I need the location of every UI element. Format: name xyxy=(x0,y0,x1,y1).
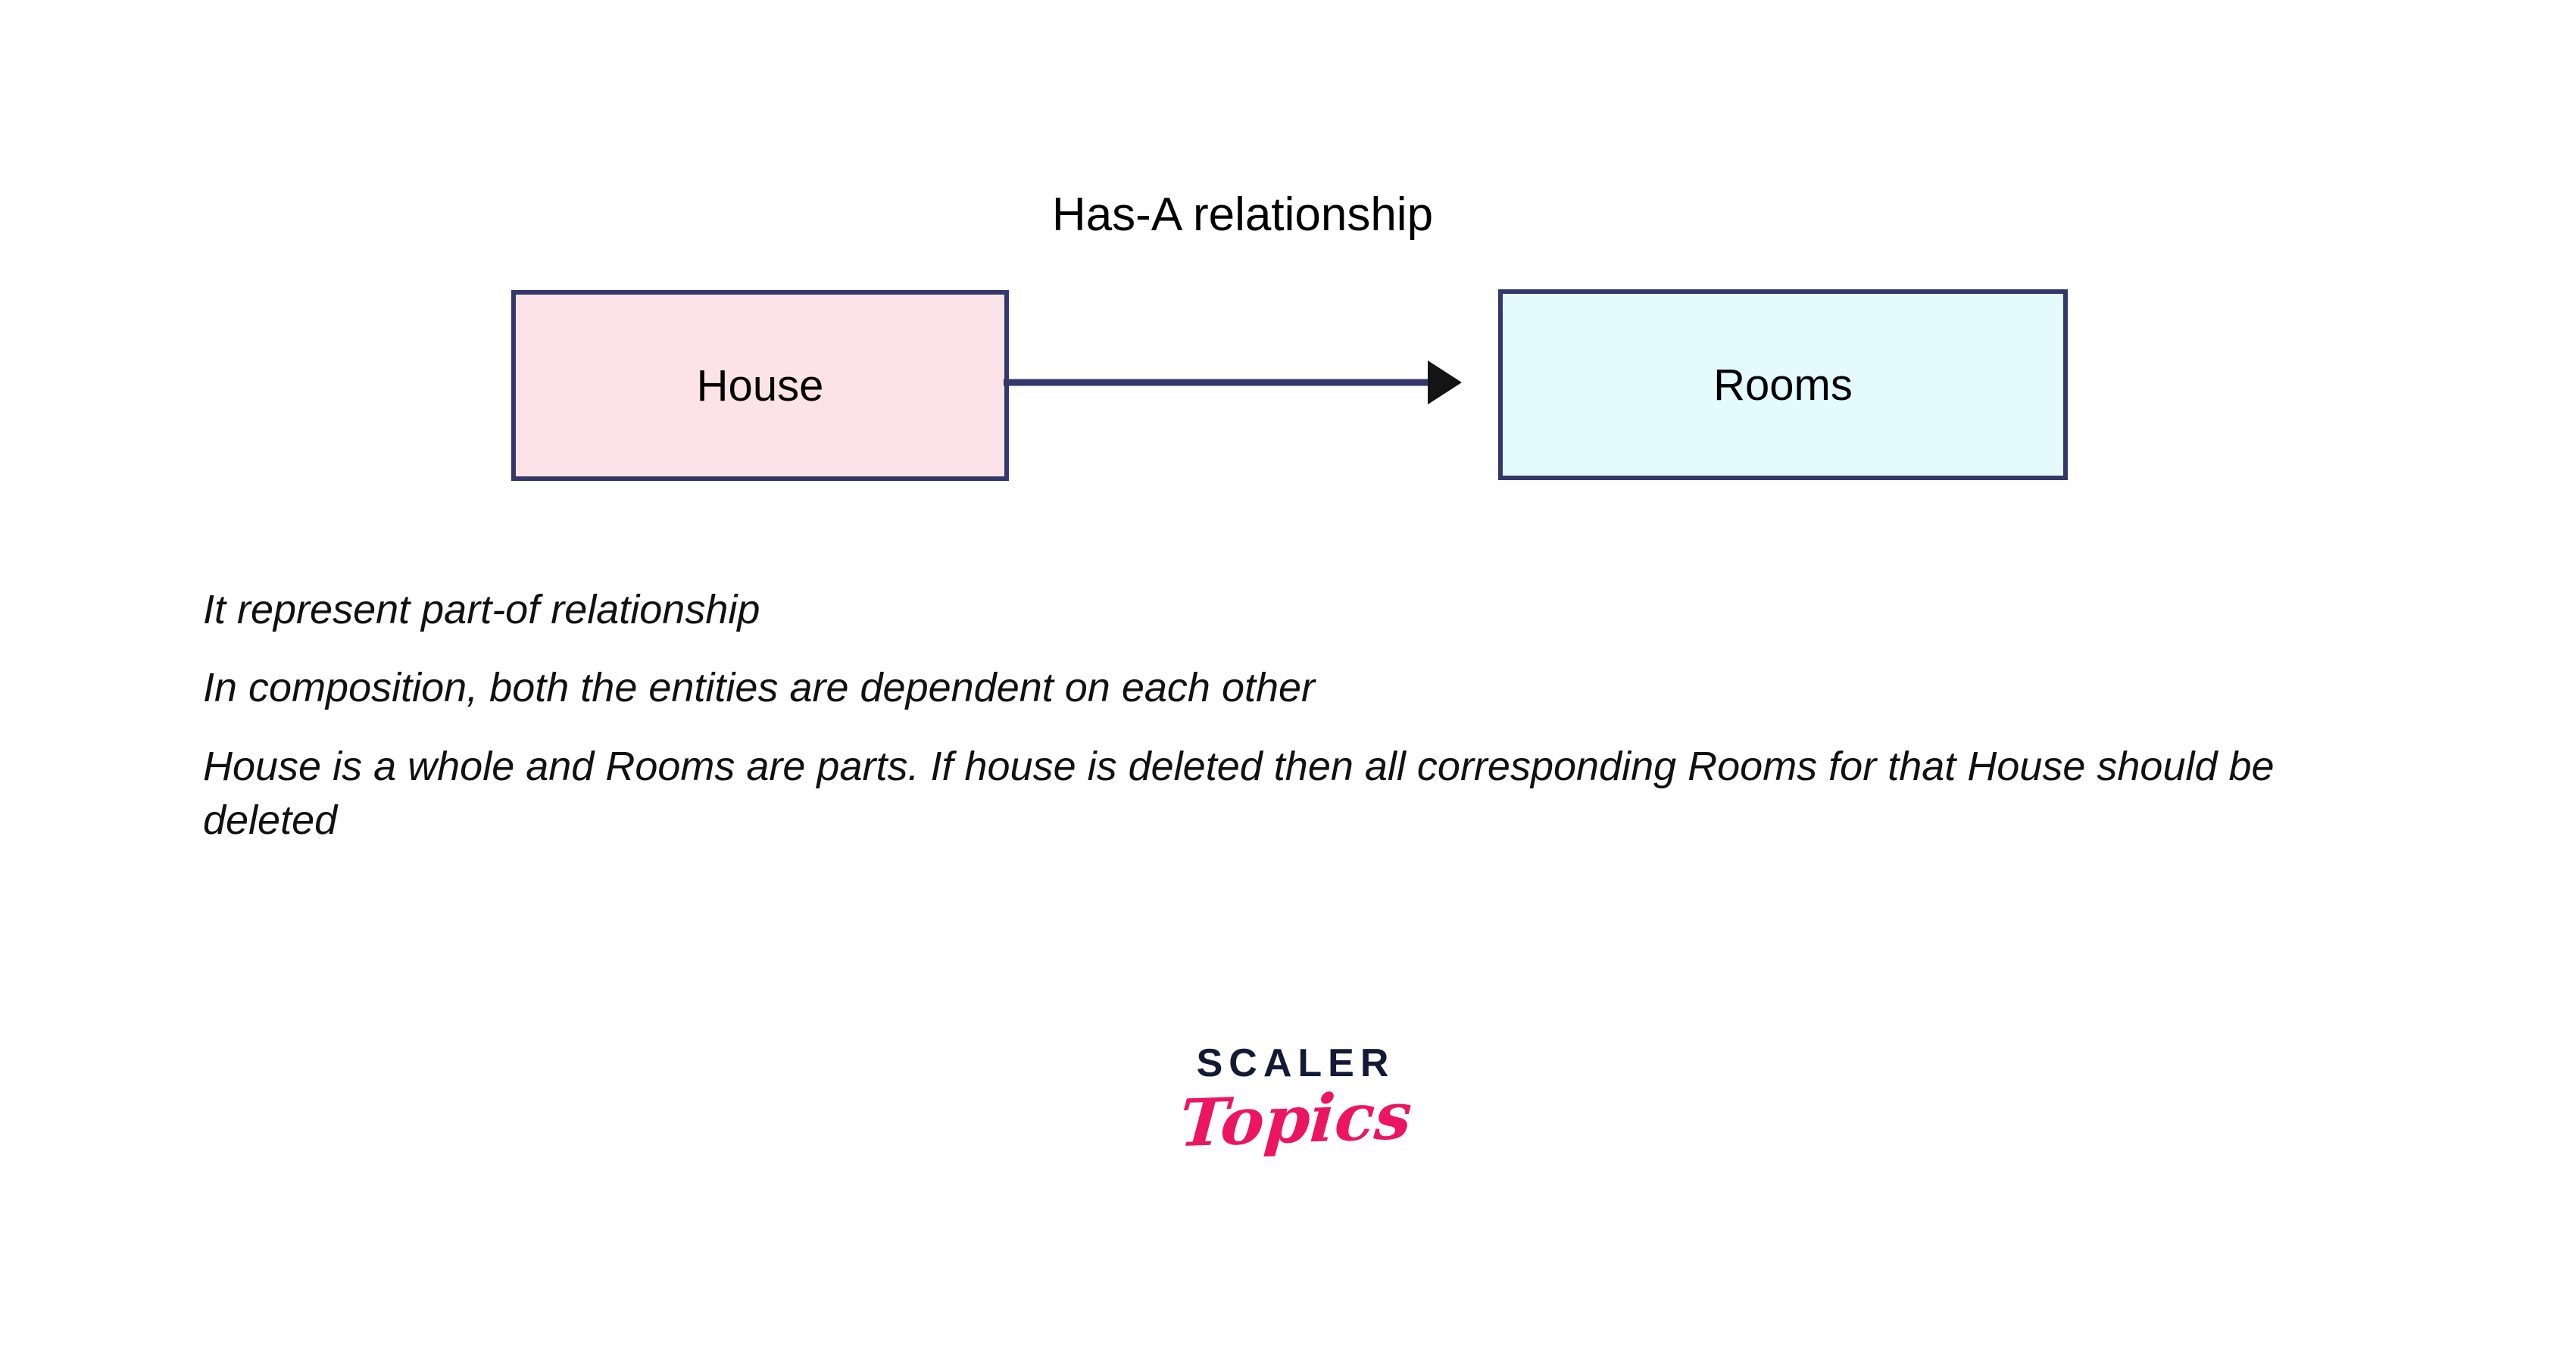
notes-list: It represent part-of relationship In com… xyxy=(203,583,2362,847)
note-line-3: House is a whole and Rooms are parts. If… xyxy=(203,743,2275,843)
entity-box-rooms: Rooms xyxy=(1498,289,2068,480)
relationship-title: Has-A relationship xyxy=(1051,189,1434,241)
entity-label-house: House xyxy=(696,360,824,410)
logo-wordmark-topics: Topics xyxy=(1176,1077,1415,1163)
note-line-2: In composition, both the entities are de… xyxy=(203,665,1316,711)
entity-label-rooms: Rooms xyxy=(1713,360,1853,410)
note-line-1: It represent part-of relationship xyxy=(203,587,760,632)
entity-box-house: House xyxy=(511,290,1009,481)
scaler-topics-logo: SCALER Topics xyxy=(8,1041,2576,1162)
logo-wordmark-scaler: SCALER xyxy=(1196,1041,1395,1085)
has-a-arrow-icon xyxy=(1004,360,1462,404)
